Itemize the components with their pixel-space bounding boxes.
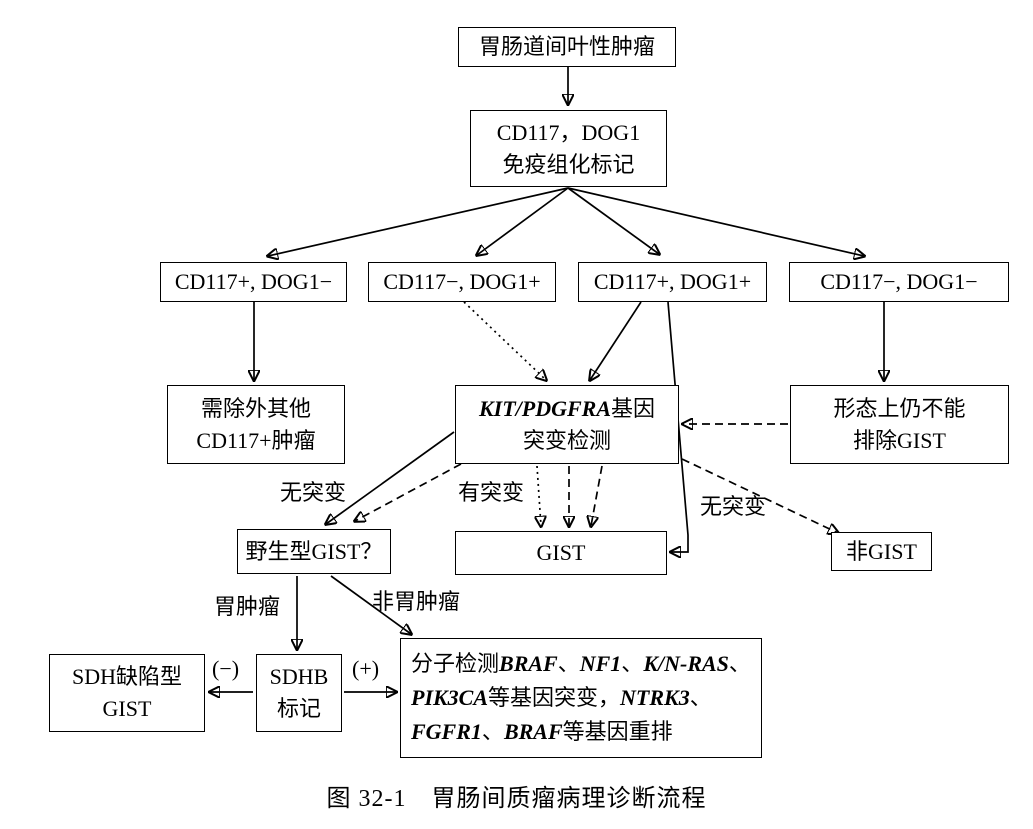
- edge-label-no-mutation-right: 无突变: [700, 494, 767, 519]
- edge-label-gastric-tumor: 胃肿瘤: [214, 594, 281, 619]
- edge-kit-to-wildtype-dashed: [355, 463, 462, 521]
- node-text-line: CD117−, DOG1−: [820, 269, 978, 295]
- node-text-line: CD117+, DOG1+: [593, 269, 752, 295]
- edge-label-has-mutation: 有突变: [458, 480, 525, 505]
- edge-ihc-to-cd117p-dog1p: [567, 187, 659, 254]
- edge-cd117p-dog1p-to-kit: [590, 301, 642, 380]
- edge-kit-to-wildtype: [326, 431, 455, 524]
- node-kit-pdgfra-mutation-test: KIT/PDGFRA基因 突变检测: [455, 385, 679, 464]
- node-morphology-cannot-exclude-gist: 形态上仍不能 排除GIST: [790, 385, 1009, 464]
- node-text-line: 需除外其他: [200, 395, 311, 421]
- node-sdh-deficient-gist: SDH缺陷型 GIST: [49, 654, 205, 732]
- edge-label-non-gastric-tumor: 非胃肿瘤: [372, 589, 461, 614]
- edge-wildtype-to-molecular: [330, 575, 411, 634]
- node-text-line: KIT/PDGFRA基因: [478, 395, 656, 421]
- node-text-line: PIK3CA等基因突变，NTRK3、: [411, 684, 712, 710]
- edge-kit-to-gist-dashed-2: [591, 465, 603, 526]
- node-text-line: 排除GIST: [853, 427, 946, 453]
- node-ihc-markers: CD117，DOG1 免疫组化标记: [470, 110, 667, 187]
- node-text-line: CD117−, DOG1+: [383, 269, 541, 295]
- node-wild-type-gist: 野生型GIST？: [237, 529, 391, 574]
- node-cd117-pos-dog1-neg: CD117+, DOG1−: [160, 262, 347, 302]
- edge-label-no-mutation-left: 无突变: [280, 480, 347, 505]
- edge-label-sdhb-positive: (+): [352, 656, 380, 681]
- edge-ihc-to-cd117n-dog1n: [567, 187, 864, 256]
- node-text-line: 突变检测: [522, 427, 611, 453]
- edge-cd117n-dog1p-to-kit: [463, 301, 546, 380]
- node-text-line: 标记: [276, 696, 321, 721]
- edge-ihc-to-cd117p-dog1n: [268, 187, 569, 256]
- node-molecular-testing: 分子检测BRAF、NF1、K/N-RAS、 PIK3CA等基因突变，NTRK3、…: [400, 638, 762, 758]
- edge-ihc-to-cd117n-dog1p: [477, 187, 569, 255]
- edge-kit-to-gist-dotted: [537, 465, 541, 526]
- node-text-line: SDHB: [269, 664, 329, 690]
- node-non-gist: 非GIST: [831, 532, 932, 571]
- node-text-line: CD117+, DOG1−: [174, 269, 333, 295]
- node-text-line: GIST: [102, 696, 152, 721]
- node-text-line: 胃肠道间叶性肿瘤: [478, 34, 655, 60]
- node-cd117-pos-dog1-pos: CD117+, DOG1+: [578, 262, 767, 302]
- node-text-line: 免疫组化标记: [502, 151, 635, 177]
- node-text-line: 形态上仍不能: [833, 395, 966, 421]
- node-cd117-neg-dog1-neg: CD117−, DOG1−: [789, 262, 1009, 302]
- node-text-line: SDH缺陷型: [71, 664, 182, 690]
- node-text-line: 非GIST: [846, 538, 917, 564]
- edge-label-sdhb-negative: (−): [212, 656, 240, 681]
- node-gi-mesenchymal-tumor: 胃肠道间叶性肿瘤: [458, 27, 676, 67]
- node-text-line: FGFR1、BRAF等基因重排: [411, 719, 673, 745]
- node-text-line: CD117+肿瘤: [196, 427, 316, 453]
- edge-kit-to-nongist: [681, 458, 838, 533]
- node-text-line: 分子检测BRAF、NF1、K/N-RAS、: [411, 650, 751, 676]
- node-text-line: CD117，DOG1: [496, 119, 641, 145]
- figure-caption: 图 32-1 胃肠间质瘤病理诊断流程: [326, 786, 707, 812]
- node-text-line: 野生型GIST？: [245, 538, 383, 564]
- node-cd117-neg-dog1-pos: CD117−, DOG1+: [368, 262, 556, 302]
- node-gist: GIST: [455, 531, 667, 575]
- node-text-line: GIST: [536, 540, 586, 566]
- node-exclude-other-cd117-tumors: 需除外其他 CD117+肿瘤: [167, 385, 345, 464]
- node-sdhb-marker: SDHB 标记: [256, 654, 342, 732]
